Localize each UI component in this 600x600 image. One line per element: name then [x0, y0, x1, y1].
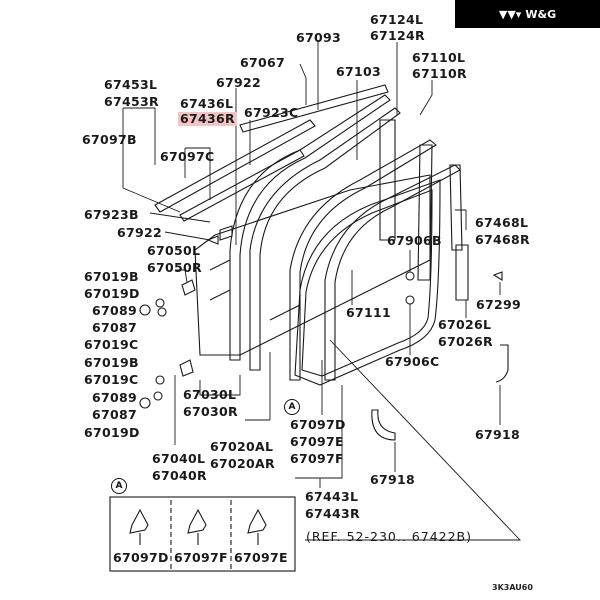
part-label-67097b: 67097B — [82, 132, 137, 147]
callout-a-main: A — [284, 399, 300, 415]
part-label-67097e: 67097E — [290, 434, 344, 449]
part-label-67923b: 67923B — [84, 207, 139, 222]
part-label-67906c: 67906C — [385, 354, 440, 369]
part-label-67026r: 67026R — [438, 334, 493, 349]
part-label-67097f: 67097F — [290, 451, 344, 466]
part-label-67918-center: 67918 — [370, 472, 415, 487]
part-label-67040l: 67040L — [152, 451, 206, 466]
part-label-67089-upper: 67089 — [92, 303, 137, 318]
detail-a-box — [109, 496, 296, 572]
part-label-67468r: 67468R — [475, 232, 530, 247]
part-label-67436l: 67436L — [180, 96, 234, 111]
plugs-and-clips — [206, 225, 509, 441]
part-label-67111: 67111 — [346, 305, 391, 320]
part-label-67019c-lower: 67019C — [84, 372, 139, 387]
part-label-67443r: 67443R — [305, 506, 360, 521]
reference-note: (REF. 52-230.. 67422B) — [306, 529, 473, 544]
part-label-67040r: 67040R — [152, 468, 207, 483]
part-label-67050r: 67050R — [147, 260, 202, 275]
part-label-67923c: 67923C — [244, 105, 299, 120]
part-label-67097d: 67097D — [290, 417, 346, 432]
hinge-parts — [139, 279, 196, 409]
part-label-67922-side: 67922 — [117, 225, 162, 240]
part-label-67019b-lower: 67019B — [84, 355, 139, 370]
part-label-67436r-highlighted: 67436R — [178, 111, 237, 126]
door-inner-panel — [194, 174, 431, 356]
part-label-67468l: 67468L — [475, 215, 529, 230]
part-label-67019d-upper: 67019D — [84, 286, 140, 301]
part-label-67087-lower: 67087 — [92, 407, 137, 422]
part-label-67918-right: 67918 — [475, 427, 520, 442]
part-label-67030l: 67030L — [183, 387, 237, 402]
part-label-67453l: 67453L — [104, 77, 158, 92]
door-weatherstrip — [294, 179, 441, 386]
diagram-code: 3K3AU60 — [492, 583, 533, 592]
part-label-67922-top: 67922 — [216, 75, 261, 90]
brand-logo-text: W&G — [525, 7, 557, 21]
part-label-67453r: 67453R — [104, 94, 159, 109]
part-label-67087-upper: 67087 — [92, 320, 137, 335]
wg-triangles-icon: ▼▼▾ — [498, 7, 522, 21]
part-label-67067: 67067 — [240, 55, 285, 70]
brand-logo: ▼▼▾ W&G — [455, 0, 600, 28]
part-label-67019c-upper: 67019C — [84, 337, 139, 352]
part-label-67026l: 67026L — [438, 317, 492, 332]
part-label-67019d-lower: 67019D — [84, 425, 140, 440]
callout-a-detail: A — [111, 478, 127, 494]
part-label-67097c: 67097C — [160, 149, 215, 164]
part-label-67093: 67093 — [296, 30, 341, 45]
part-label-67030r: 67030R — [183, 404, 238, 419]
part-label-67906b: 67906B — [387, 233, 442, 248]
part-label-67020ar: 67020AR — [210, 456, 275, 471]
part-label-67103: 67103 — [336, 64, 381, 79]
part-label-67019b-upper: 67019B — [84, 269, 139, 284]
part-label-67089-lower: 67089 — [92, 390, 137, 405]
belt-moldings — [154, 84, 389, 222]
part-label-67110l: 67110L — [412, 50, 466, 65]
detail-label-67097e: 67097E — [234, 550, 288, 565]
part-label-67110r: 67110R — [412, 66, 467, 81]
part-label-67020al: 67020AL — [210, 439, 274, 454]
part-label-67050l: 67050L — [147, 243, 201, 258]
part-label-67299: 67299 — [476, 297, 521, 312]
part-label-67443l: 67443L — [305, 489, 359, 504]
detail-label-67097d: 67097D — [113, 550, 169, 565]
part-label-67124l: 67124L — [370, 12, 424, 27]
detail-label-67097f: 67097F — [174, 550, 228, 565]
part-label-67124r: 67124R — [370, 28, 425, 43]
